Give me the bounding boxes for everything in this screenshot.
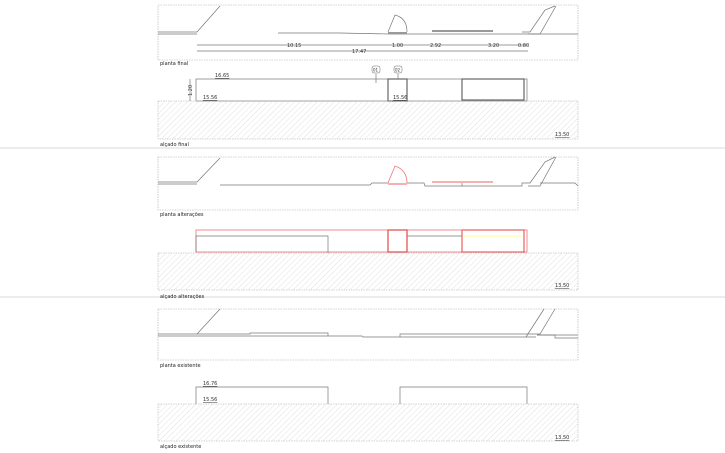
level-ground: 13.50 <box>555 283 569 289</box>
level-ground: 13.50 <box>555 435 569 441</box>
dim-2: 1.00 <box>392 43 403 49</box>
dimension-line: 10.15 1.00 2.92 3.20 0.80 17.47 <box>197 43 529 55</box>
plan-alterations <box>157 156 579 211</box>
plan-label: planta existente <box>160 363 201 369</box>
elevation-alterations: 13.50 <box>157 229 579 291</box>
door <box>387 229 408 253</box>
door-threshold <box>388 32 407 34</box>
dim-1: 10.15 <box>287 43 301 49</box>
tag-02 <box>393 65 403 74</box>
window <box>461 229 525 253</box>
elevation-label: alçado alterações <box>160 294 205 300</box>
height-dim: 1.20 <box>188 85 194 96</box>
dim-3: 2.92 <box>430 43 441 49</box>
elevation-final: 1.20 16.65 15.56 15.56 01 02 13.50 <box>157 65 579 140</box>
level-base: 15.56 <box>203 95 217 101</box>
tag-01 <box>371 65 381 74</box>
level-top: 16.65 <box>215 73 229 79</box>
elevation-existing: 16.76 15.56 13.50 <box>157 381 579 442</box>
door-swing-icon <box>387 14 408 33</box>
level-base: 15.56 <box>203 397 217 403</box>
plan-label: planta final <box>160 61 188 67</box>
window <box>461 78 525 101</box>
svg-text:01: 01 <box>373 68 379 73</box>
plan-existing <box>157 308 579 361</box>
dim-total: 17.47 <box>352 49 366 55</box>
elevation-label: alçado final <box>160 142 189 148</box>
door-swing-icon <box>387 165 408 184</box>
plan-label: planta alterações <box>160 212 204 218</box>
level-door: 15.56 <box>393 95 407 101</box>
level-ground: 13.50 <box>555 132 569 138</box>
dim-4: 3.20 <box>488 43 499 49</box>
level-top: 16.76 <box>203 381 217 387</box>
ground-hatch <box>157 403 579 442</box>
ground-hatch <box>157 252 579 291</box>
svg-text:02: 02 <box>395 68 401 73</box>
ground-hatch <box>157 100 579 140</box>
plan-final: 10.15 1.00 2.92 3.20 0.80 17.47 <box>157 4 579 61</box>
elevation-label: alçado existente <box>160 444 201 450</box>
dim-5: 0.80 <box>518 43 529 49</box>
